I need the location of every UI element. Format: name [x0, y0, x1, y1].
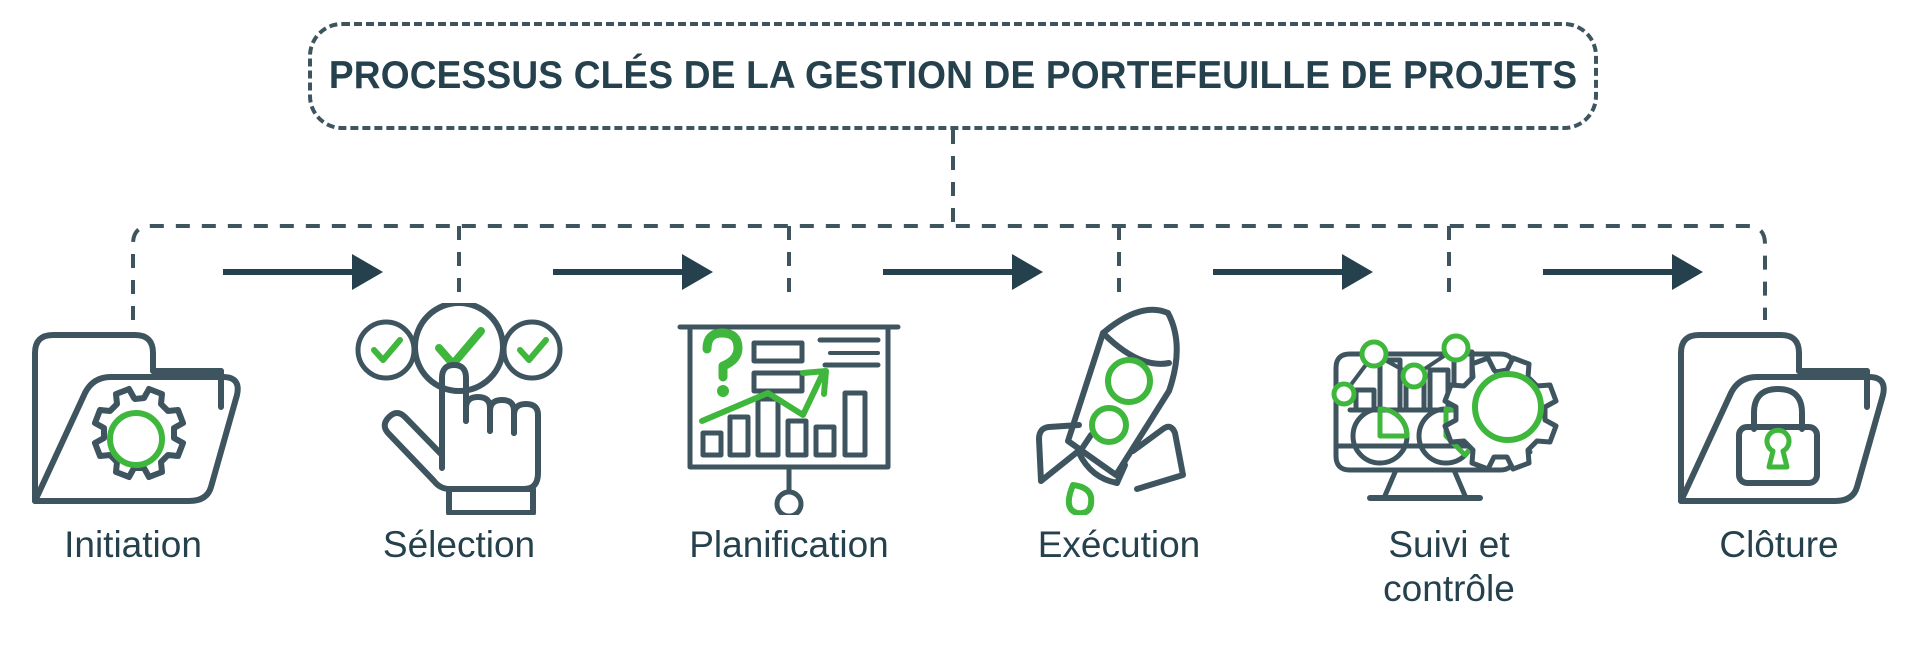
stage-initiation[interactable]: Initiation	[3, 300, 263, 567]
stage-label-initiation: Initiation	[64, 524, 202, 565]
stage-label-planification: Planification	[689, 524, 889, 565]
hand-pointing-checkmarks-icon	[355, 303, 563, 515]
arrow-suivi-to-cloture	[1543, 254, 1703, 290]
hand-pointing-checkmarks-icon-wrap	[329, 300, 589, 515]
monitor-dashboard-gear-icon-wrap	[1319, 300, 1579, 515]
rocket-icon	[1036, 306, 1186, 515]
rocket-icon-wrap	[989, 300, 1249, 515]
stage-label-suivi-et-controle: Suivi et contrôle	[1383, 524, 1515, 610]
arrow-planification-to-execution	[883, 254, 1043, 290]
presentation-board-chart-icon-wrap	[659, 300, 919, 515]
folder-lock-icon	[1678, 332, 1887, 504]
stage-label-selection: Sélection	[382, 524, 536, 565]
arrow-initiation-to-selection	[223, 254, 383, 290]
stage-label-cloture: Clôture	[1719, 524, 1839, 565]
arrow-execution-to-suivi	[1213, 254, 1373, 290]
stage-selection[interactable]: Sélection	[329, 300, 589, 567]
folder-gear-icon-wrap	[3, 300, 263, 515]
stage-suivi-et-controle[interactable]: Suivi et contrôle	[1319, 300, 1579, 612]
presentation-board-chart-icon	[677, 324, 901, 515]
title-banner: PROCESSUS CLÉS DE LA GESTION DE PORTEFEU…	[308, 22, 1598, 130]
monitor-dashboard-gear-icon	[1331, 333, 1559, 501]
folder-gear-icon	[32, 332, 241, 504]
arrow-selection-to-planification	[553, 254, 713, 290]
folder-lock-icon-wrap	[1649, 300, 1909, 515]
stage-label-execution: Exécution	[1037, 524, 1201, 565]
stage-planification[interactable]: Planification	[659, 300, 919, 567]
stage-execution[interactable]: Exécution	[989, 300, 1249, 567]
stage-cloture[interactable]: Clôture	[1649, 300, 1909, 567]
page-title: PROCESSUS CLÉS DE LA GESTION DE PORTEFEU…	[328, 54, 1578, 97]
